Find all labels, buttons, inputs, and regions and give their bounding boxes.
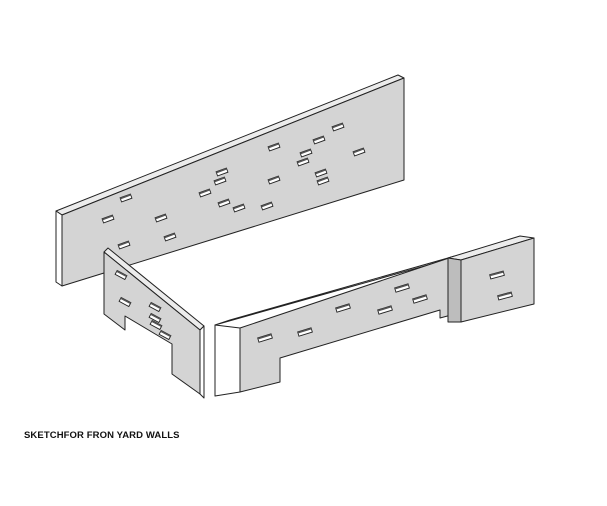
left-wall-end [199, 325, 205, 399]
back-wall-slots [101, 122, 366, 250]
wall-slot [335, 303, 351, 313]
wall-slot [377, 305, 393, 315]
back-wall-end [55, 210, 63, 287]
wall-slot [163, 232, 177, 242]
wall-slot [352, 147, 366, 157]
wall-slot [412, 294, 428, 304]
wall-slot [158, 329, 172, 341]
wall-slot [312, 135, 326, 145]
wall-slot [215, 167, 229, 177]
wall-slot [489, 270, 505, 280]
front-wall-end [214, 324, 241, 397]
wall-slot [299, 148, 313, 158]
wall-slot [232, 203, 246, 213]
wall-slot [331, 122, 345, 132]
back-wall [55, 74, 405, 287]
front-wall [214, 255, 456, 397]
wall-slot [114, 269, 128, 281]
wall-slot [497, 291, 513, 301]
wall-slot [267, 175, 281, 185]
left-wall-slots [114, 269, 172, 341]
wall-slot [149, 319, 163, 331]
wall-slot [148, 301, 162, 313]
sketch-caption: SKETCHFOR FRON YARD WALLS [24, 430, 180, 441]
wall-slot [316, 176, 330, 186]
right-pier-side [447, 257, 462, 323]
wall-slot [101, 214, 115, 224]
wall-slot [117, 240, 131, 250]
right-pier-slots [489, 270, 513, 301]
wall-slot [217, 198, 231, 208]
wall-slot [119, 193, 133, 203]
right-pier [447, 235, 535, 323]
wall-slot [148, 312, 162, 324]
wall-slot [297, 327, 313, 337]
left-return-wall [103, 247, 205, 399]
wall-slot [118, 296, 132, 308]
wall-slot [267, 142, 281, 152]
wall-slot [213, 176, 227, 186]
front-wall-slots [257, 283, 428, 343]
wall-slot [296, 157, 310, 167]
right-pier-face [460, 237, 535, 323]
wall-slot [260, 201, 274, 211]
wall-slot [257, 333, 273, 343]
wall-slot [314, 168, 328, 178]
wall-slot [394, 283, 410, 293]
back-wall-face [61, 77, 405, 287]
wall-slot [198, 188, 212, 198]
wall-slot [154, 213, 168, 223]
front-wall-face [239, 255, 456, 393]
